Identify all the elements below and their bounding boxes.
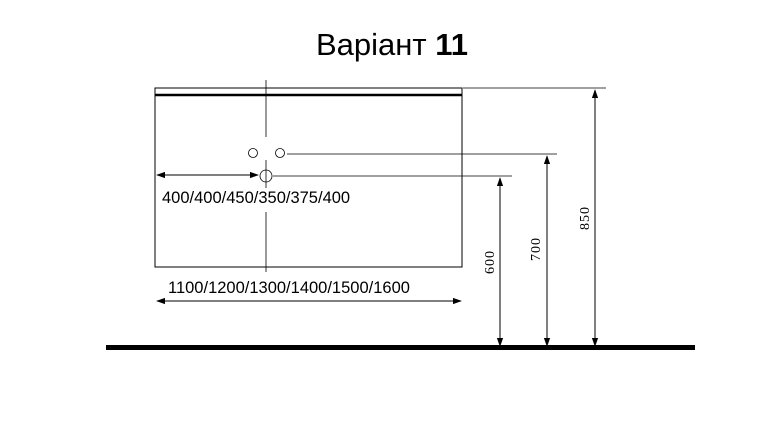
drain-offset-label: 400/400/450/350/375/400 xyxy=(162,189,350,207)
height-700-label: 700 xyxy=(529,237,544,261)
height-850-label: 850 xyxy=(578,206,593,230)
width-label: 1100/1200/1300/1400/1500/1600 xyxy=(168,279,410,297)
cabinet xyxy=(154,87,463,268)
water-connection-right xyxy=(275,148,285,158)
height-600-label: 600 xyxy=(483,250,498,274)
diagram-title: Варіант 11 xyxy=(316,27,468,62)
water-connection-left xyxy=(248,148,258,158)
drain-connection xyxy=(259,169,273,183)
floor-line xyxy=(106,345,695,350)
